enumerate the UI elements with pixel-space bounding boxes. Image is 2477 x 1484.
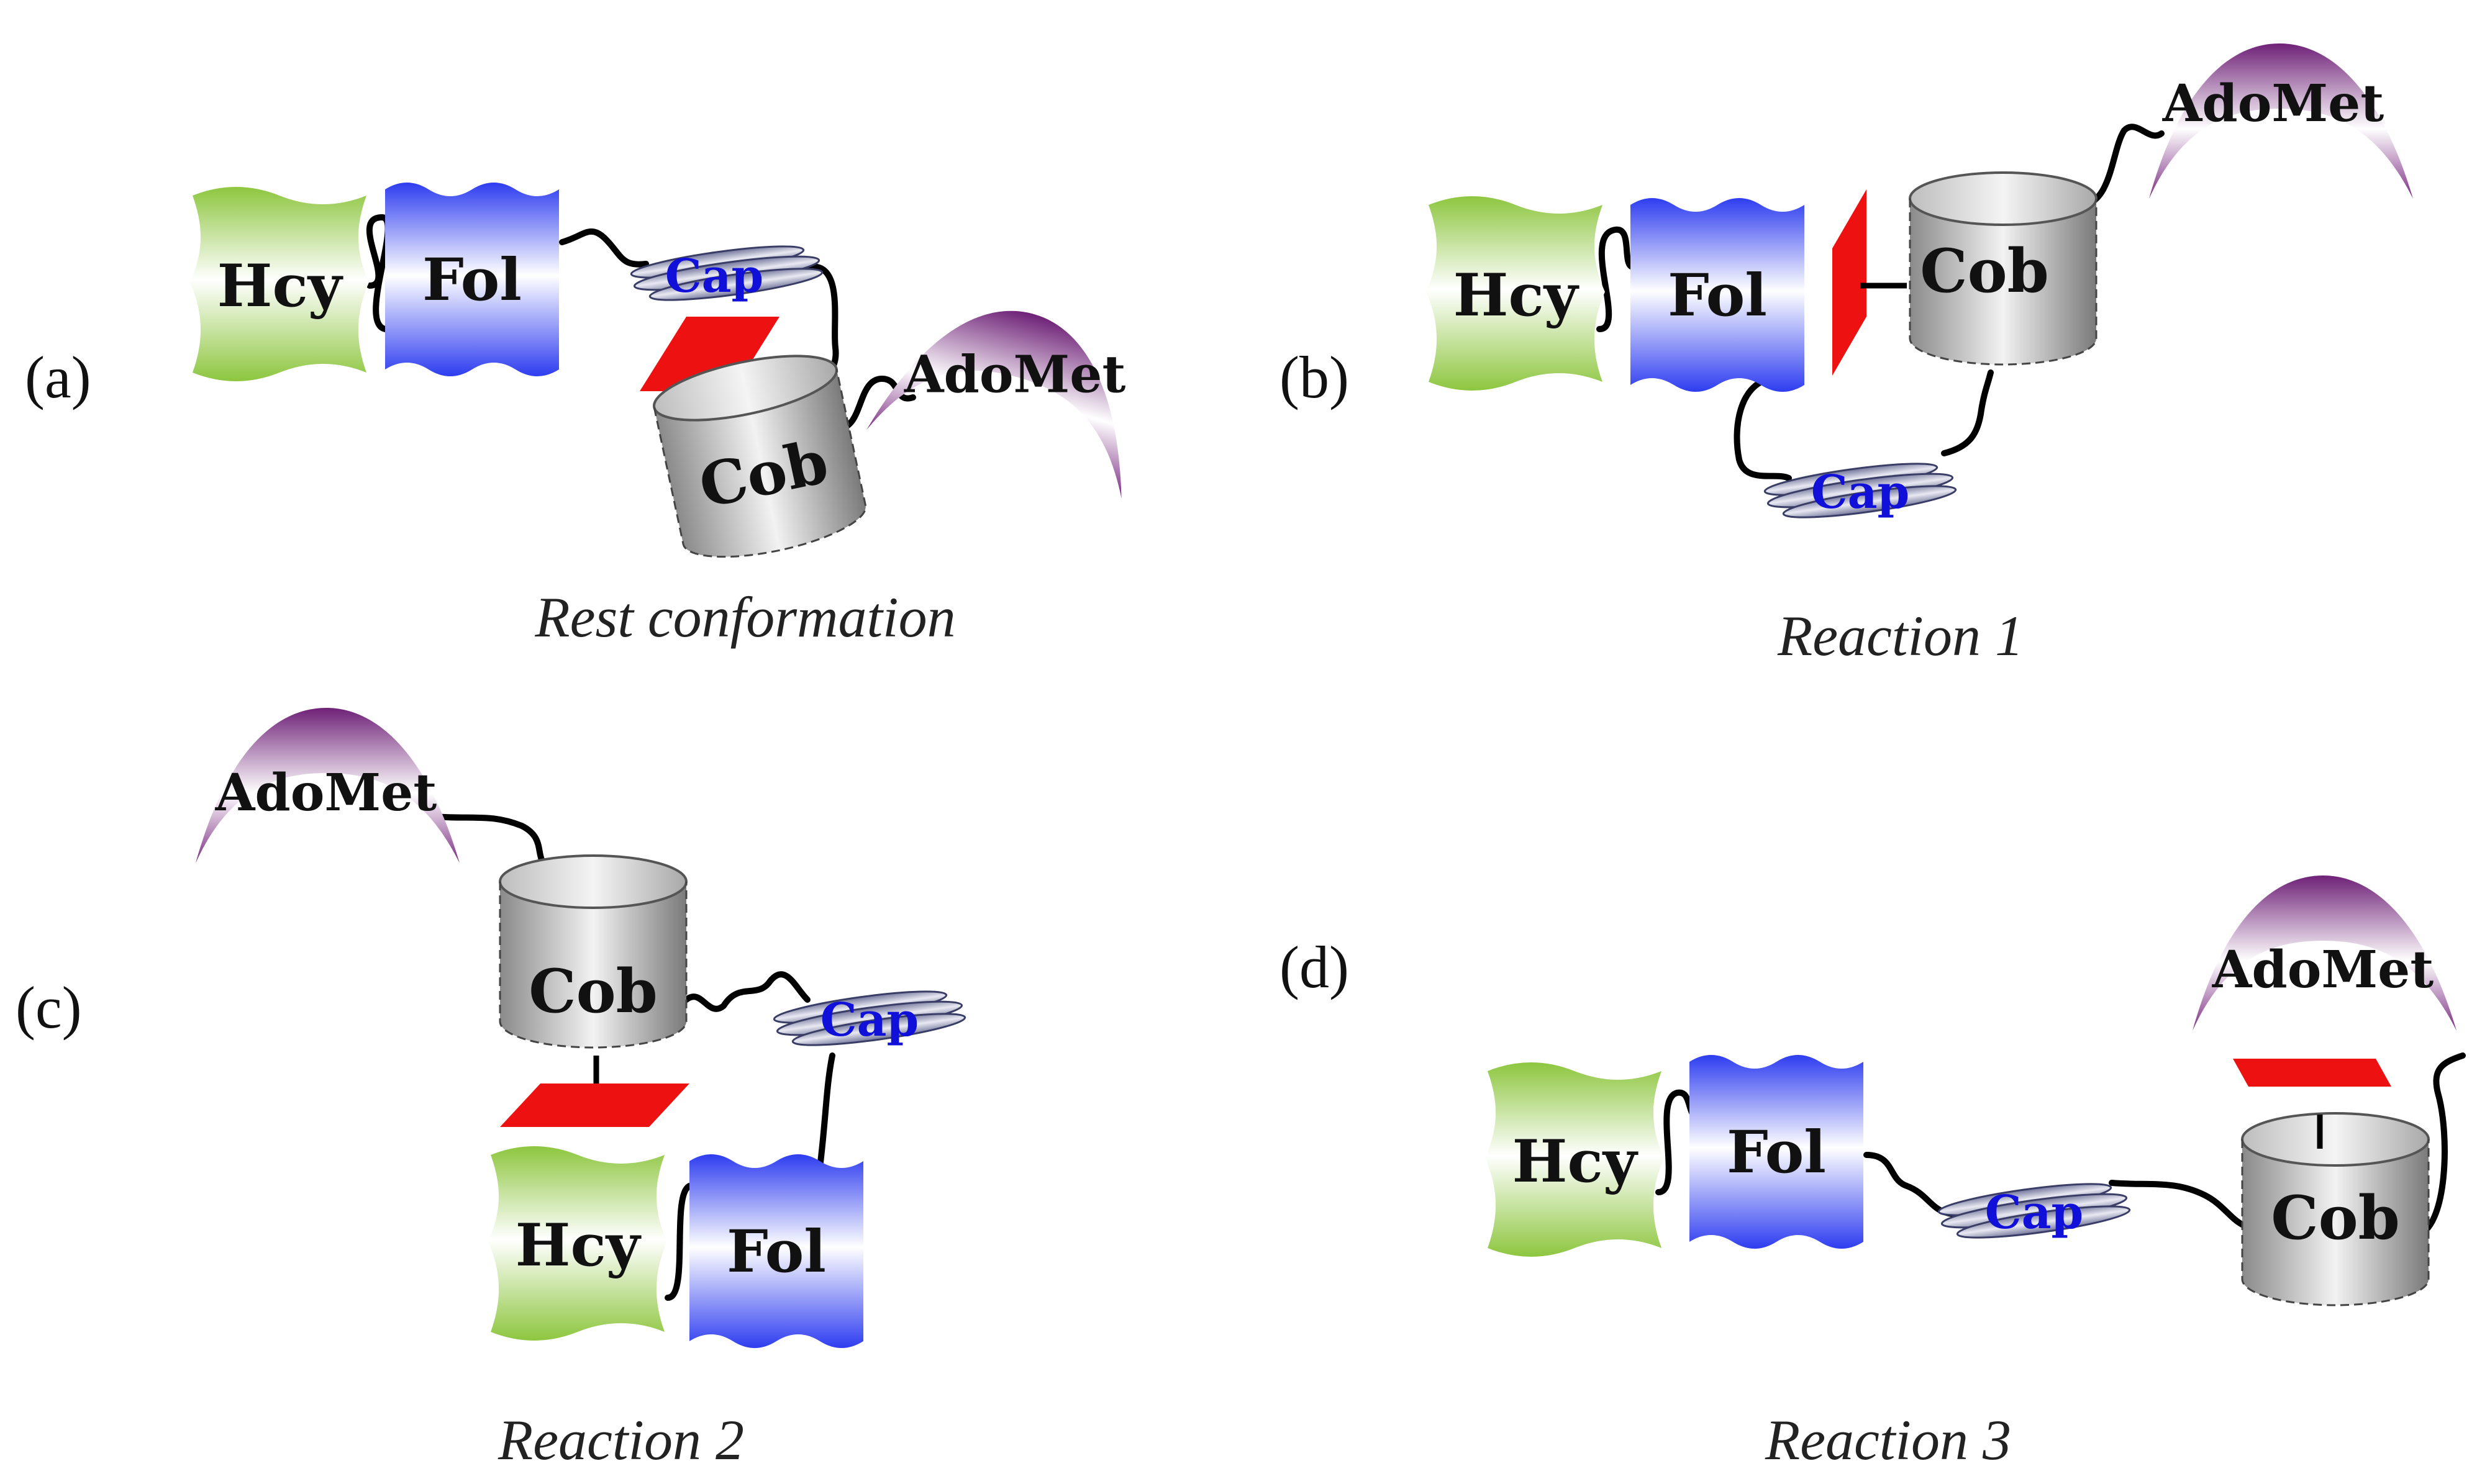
cob-domain: Cob — [1909, 171, 2097, 366]
cap-domain: Cap — [771, 984, 968, 1052]
panel-c-letter: (c) — [16, 974, 82, 1041]
panel-b-letter: (b) — [1279, 344, 1349, 410]
panel-b: (b) Hcy Fol Cob Cap AdoMet Reaction 1 — [1279, 43, 2413, 667]
fol-domain: Fol — [689, 1154, 863, 1348]
hcy-domain: Hcy — [488, 1146, 667, 1341]
cap-domain: Cap — [1762, 456, 1958, 525]
cap-label: Cap — [665, 250, 764, 303]
hcy-domain: Hcy — [1485, 1062, 1664, 1257]
adomet-label: AdoMet — [215, 763, 437, 823]
linker-fol-cap — [559, 228, 649, 268]
cap-label: Cap — [1811, 466, 1910, 519]
hcy-label: Hcy — [1453, 261, 1579, 330]
adomet-domain: AdoMet — [196, 708, 460, 863]
cap-label: Cap — [1985, 1186, 2084, 1239]
adomet-domain: AdoMet — [2149, 43, 2413, 199]
cap-label: Cap — [820, 993, 919, 1047]
linker-cap-fol — [817, 1052, 835, 1170]
panel-a: (a) Hcy Fol Cap Cob AdoMet Rest conforma… — [25, 183, 1162, 649]
linker-cob-cap — [683, 971, 811, 1012]
hcy-domain: Hcy — [1426, 196, 1605, 391]
fol-label: Fol — [1727, 1118, 1826, 1187]
adomet-label: AdoMet — [904, 345, 1126, 405]
linker-adomet-cob — [432, 813, 550, 869]
fol-label: Fol — [727, 1218, 826, 1286]
panel-d-caption: Reaction 3 — [1765, 1408, 2011, 1472]
adomet-label: AdoMet — [2212, 940, 2434, 1000]
panel-a-letter: (a) — [25, 344, 91, 410]
panel-c: (c) AdoMet Cob Cap Hcy Fol Reaction 2 — [16, 708, 968, 1472]
linker-fol-cap — [1734, 376, 1792, 481]
cofactor-square — [2233, 1059, 2391, 1087]
cofactor-square — [500, 1084, 689, 1127]
linker-hcy-fol — [1596, 226, 1637, 332]
panel-a-caption: Rest conformation — [534, 586, 955, 649]
fol-domain: Fol — [1630, 198, 1804, 392]
hcy-label: Hcy — [516, 1211, 642, 1280]
cofactor-square — [1832, 189, 1866, 376]
fol-domain: Fol — [385, 183, 559, 376]
linker-cap-cob — [1941, 369, 1994, 456]
panel-c-caption: Reaction 2 — [498, 1408, 744, 1472]
linker-cob-adomet — [2413, 1052, 2466, 1239]
cob-domain: Cob — [499, 854, 688, 1049]
panel-d: (d) Hcy Fol Cap AdoMet Cob Reaction 3 — [1279, 875, 2466, 1472]
linker-cob-adomet — [2078, 124, 2165, 208]
cob-domain: Cob — [647, 342, 873, 571]
linker-hcy-fol — [366, 214, 391, 332]
cap-domain: Cap — [1936, 1177, 2132, 1245]
cob-domain: Cob — [2241, 1112, 2430, 1306]
fol-label: Fol — [1668, 261, 1767, 330]
cap-domain: Cap — [629, 239, 825, 307]
linker-cap-cob — [2109, 1180, 2264, 1231]
adomet-domain: AdoMet — [2193, 875, 2457, 1031]
cob-label: Cob — [1920, 236, 2049, 306]
cob-label: Cob — [529, 956, 658, 1026]
adomet-label: AdoMet — [2162, 74, 2384, 133]
hcy-label: Hcy — [217, 252, 343, 320]
hcy-domain: Hcy — [190, 187, 369, 381]
panel-d-letter: (d) — [1279, 934, 1349, 1000]
panel-b-caption: Reaction 1 — [1777, 604, 2024, 667]
cob-label: Cob — [2271, 1183, 2400, 1253]
fol-domain: Fol — [1689, 1055, 1863, 1249]
adomet-domain: AdoMet — [866, 279, 1162, 499]
hcy-label: Hcy — [1512, 1128, 1638, 1196]
fol-label: Fol — [422, 246, 522, 314]
